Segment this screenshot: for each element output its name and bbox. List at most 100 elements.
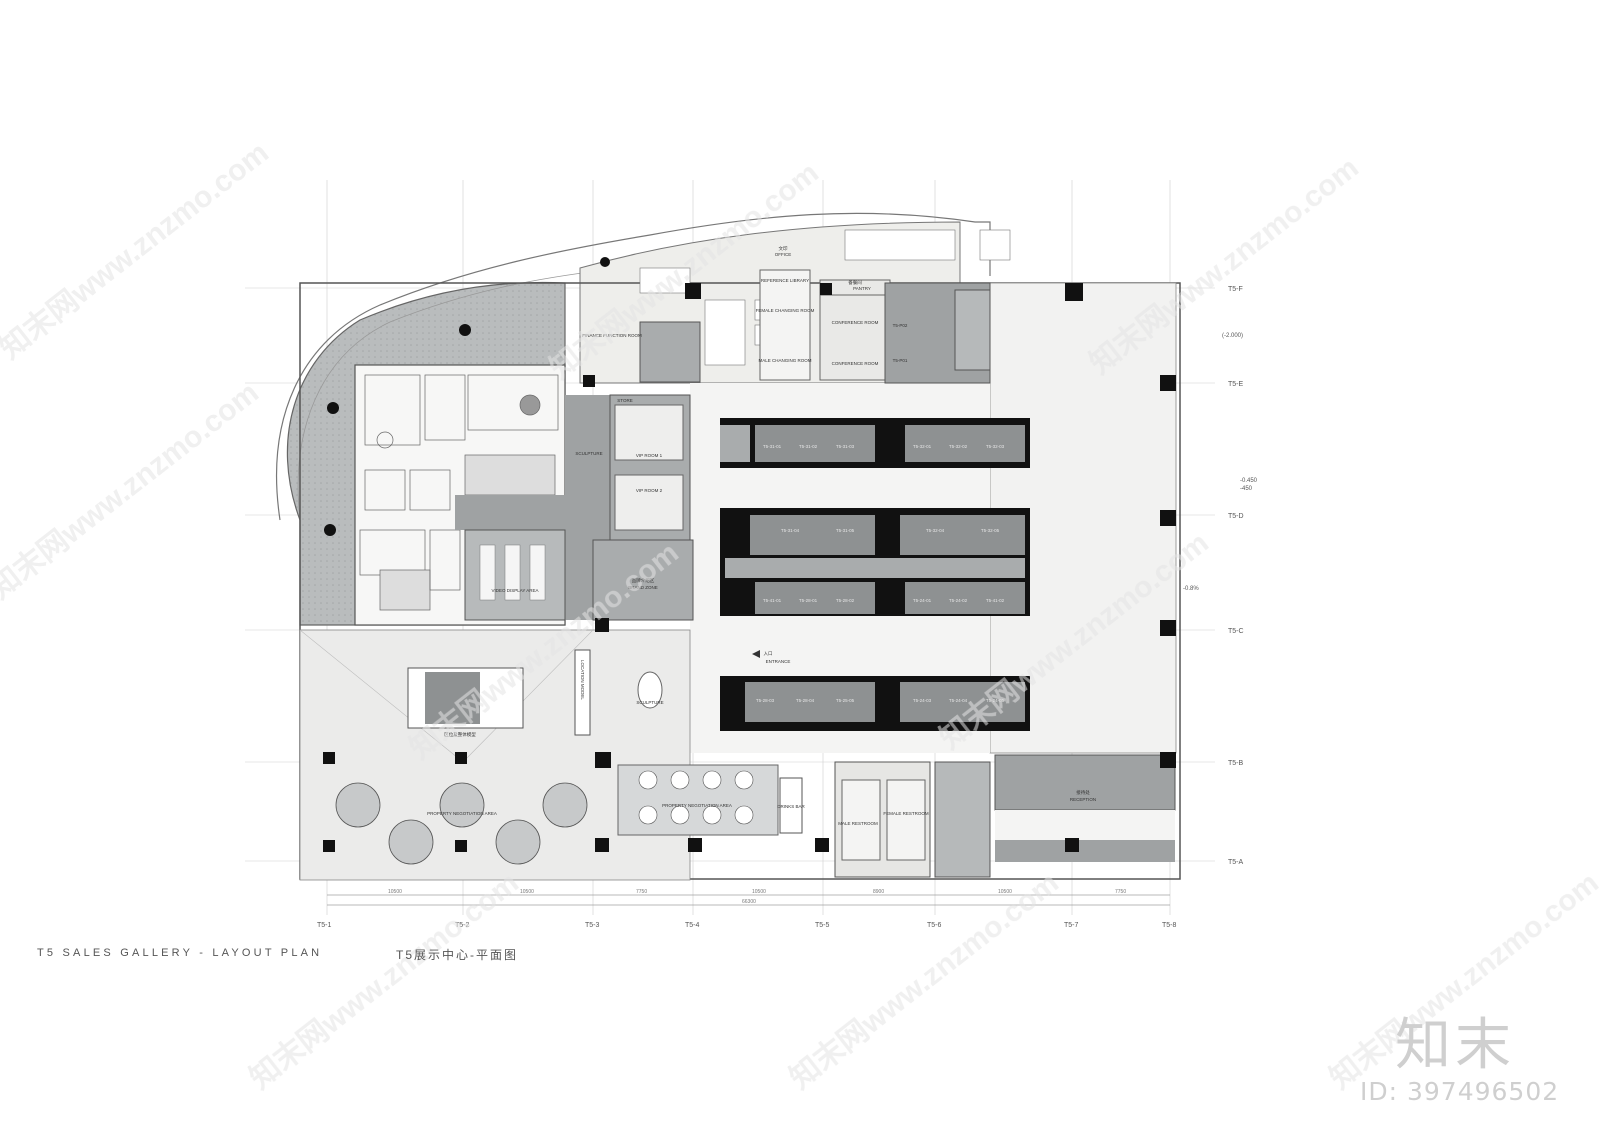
svg-text:T5-24-04: T5-24-04 [949,698,968,703]
svg-text:T5-24-01: T5-24-01 [913,598,932,603]
svg-text:10500: 10500 [998,889,1012,895]
col-label: T5-5 [815,922,830,929]
svg-text:知末网www.znzmo.com: 知末网www.znzmo.com [244,866,525,1096]
negotiation-tables-left [335,782,588,865]
svg-text:PROPERTY NEGOTIATION AREA: PROPERTY NEGOTIATION AREA [662,803,732,808]
svg-text:7750: 7750 [1115,889,1126,895]
unit-labels: T5-31-01 T5-31-02 T5-31-03 T5-32-01 T5-3… [756,444,1005,703]
svg-text:知末网www.znzmo.com: 知末网www.znzmo.com [784,866,1065,1096]
entrance-arrow-icon [752,650,760,658]
lower-strip [995,840,1175,862]
svg-text:CONFERENCE ROOM: CONFERENCE ROOM [832,320,879,325]
svg-text:CONFERENCE ROOM: CONFERENCE ROOM [832,361,879,366]
row-label: T5-A [1228,859,1244,866]
svg-text:知末网www.znzmo.com: 知末网www.znzmo.com [0,376,265,606]
outer-curve-wall [276,212,991,521]
unit-block-row-1 [720,418,1030,468]
svg-text:7750: 7750 [636,889,647,895]
svg-text:SCULPTURE: SCULPTURE [575,451,602,456]
svg-text:FEMALE CHANGING ROOM: FEMALE CHANGING ROOM [756,308,815,313]
svg-text:T5-28-02: T5-28-02 [836,598,855,603]
restroom-female [886,779,926,861]
vip-room-2 [614,474,684,531]
svg-text:T5-24-05: T5-24-05 [986,698,1005,703]
svg-text:-450: -450 [1240,486,1253,492]
level-labels: (-2.000) -0.450 -450 -0.8% [1183,333,1258,592]
svg-text:10500: 10500 [388,889,402,895]
svg-text:SCULPTURE: SCULPTURE [636,700,663,705]
id-watermark: ID: 397496502 [1360,1077,1560,1106]
svg-text:T5-32-05: T5-32-05 [981,528,1000,533]
svg-text:接待处: 接待处 [1076,789,1090,796]
svg-text:T5-41-02: T5-41-02 [986,598,1005,603]
svg-text:T5-31-04: T5-31-04 [781,528,800,533]
location-model-core [425,672,480,724]
svg-text:T5-28-04: T5-28-04 [796,698,815,703]
svg-text:(-2.000): (-2.000) [1222,333,1243,339]
vip-room-1 [614,404,684,461]
changing-rooms [759,269,811,381]
lower-right-hall [995,810,1175,840]
upper-stair [954,289,991,371]
negotiation-tables-mid [638,770,754,825]
svg-text:T5-41-01: T5-41-01 [763,598,782,603]
lower-stair [934,761,991,878]
svg-text:T5-31-03: T5-31-03 [836,444,855,449]
svg-text:T5-32-02: T5-32-02 [949,444,968,449]
col-label: T5-8 [1162,922,1177,929]
dimension-labels: 10500 10500 7750 10500 8900 10500 7750 6… [388,889,1126,905]
dimension-lines [327,894,1170,906]
svg-text:VIP ROOM 2: VIP ROOM 2 [636,488,663,493]
svg-text:知末网www.znzmo.com: 知末网www.znzmo.com [1084,151,1365,381]
row-label: T5-B [1228,760,1244,767]
col-label: T5-2 [455,922,470,929]
svg-text:T5-31-05: T5-31-05 [836,528,855,533]
svg-text:REFERENCE LIBRARY: REFERENCE LIBRARY [761,278,809,283]
svg-text:T5-28-01: T5-28-01 [799,598,818,603]
svg-text:VIP ROOM 1: VIP ROOM 1 [636,453,663,458]
svg-text:MALE RESTROOM: MALE RESTROOM [838,821,878,826]
structural-columns [323,283,1176,852]
svg-text:T5-31-01: T5-31-01 [763,444,782,449]
col-label: T5-7 [1064,922,1079,929]
restroom-male [841,779,881,861]
svg-text:T5-25-05: T5-25-05 [836,698,855,703]
unit-block-row-2 [720,508,1030,616]
svg-text:DRINKS BAR: DRINKS BAR [777,804,805,809]
sculpture-plinth [637,671,663,709]
svg-text:文印: 文印 [779,245,788,252]
svg-text:66300: 66300 [742,899,756,905]
row-label: T5-D [1228,513,1244,520]
row-grid-labels: T5-F T5-E T5-D T5-C T5-B T5-A [1228,286,1244,866]
building-outline [299,282,1181,880]
location-model-wall [574,649,591,736]
svg-text:BRAND ZONE: BRAND ZONE [628,585,658,590]
svg-text:T5-24-02: T5-24-02 [949,598,968,603]
inner-curve-wall [297,269,606,521]
unit-block-row-3 [720,676,1030,731]
svg-text:品牌介绍区: 品牌介绍区 [632,577,655,584]
svg-text:T5-31-02: T5-31-02 [799,444,818,449]
svg-text:FEMALE RESTROOM: FEMALE RESTROOM [883,811,929,816]
svg-text:RECEPTION: RECEPTION [1070,797,1096,802]
row-label: T5-E [1228,381,1244,388]
row-label: T5-C [1228,628,1244,635]
svg-text:PANTRY: PANTRY [853,286,871,291]
svg-text:8900: 8900 [873,889,884,895]
stair-core [639,321,701,383]
svg-text:T5-P01: T5-P01 [893,358,908,363]
svg-text:T5-24-03: T5-24-03 [913,698,932,703]
svg-text:STORE: STORE [617,398,632,403]
svg-text:区位及整体模型: 区位及整体模型 [444,731,476,738]
svg-text:FINANCE FUNCTION ROOM: FINANCE FUNCTION ROOM [582,333,642,338]
svg-text:MALE CHANGING ROOM: MALE CHANGING ROOM [758,358,811,363]
svg-text:入口: 入口 [764,651,773,657]
svg-text:OFFICE: OFFICE [775,252,792,257]
room-labels: 文印 OFFICE 备餐间 PANTRY REFERENCE LIBRARY F… [427,245,1096,826]
column-grid-labels: T5-1 T5-2 T5-3 T5-4 T5-5 T5-6 T5-7 T5-8 [317,922,1177,929]
col-label: T5-3 [585,922,600,929]
location-model-label: LOCATION MODEL [580,660,585,700]
drawing-title-cn: T5展示中心-平面图 [396,948,519,962]
